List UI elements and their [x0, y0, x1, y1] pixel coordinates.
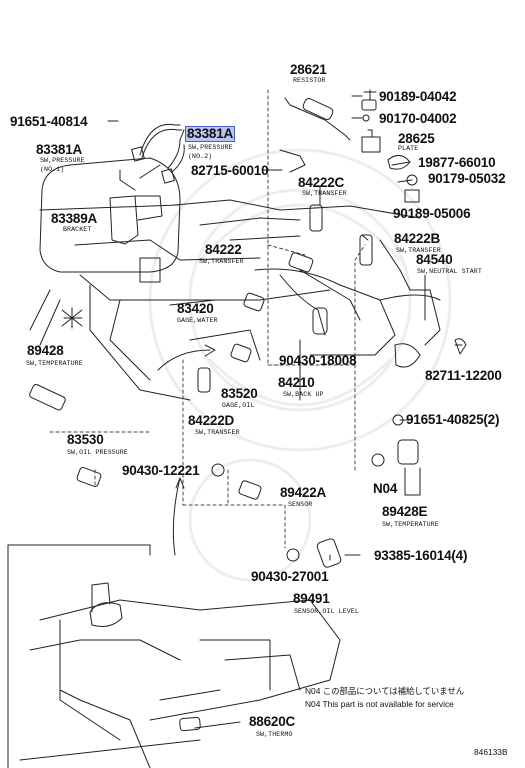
leader-lines-solid: [107, 95, 463, 561]
label-89491[interactable]: 89491: [293, 591, 330, 606]
label-28625[interactable]: 28625: [398, 131, 435, 146]
diagram-id: 846133B: [474, 747, 508, 757]
name-sw-transfer-c: SW,TRANSFER: [302, 190, 347, 197]
label-83530[interactable]: 83530: [67, 432, 104, 447]
label-89428[interactable]: 89428: [27, 343, 64, 358]
label-90430-12221[interactable]: 90430-12221: [122, 463, 200, 478]
qualifier-no2: (NO.2): [188, 153, 213, 160]
name-plate: PLATE: [398, 145, 419, 152]
label-90189-05006[interactable]: 90189-05006: [393, 206, 471, 221]
name-sw-transfer-b: SW,TRANSFER: [396, 247, 441, 254]
label-82715-60010[interactable]: 82715-60010: [191, 163, 269, 178]
label-83389a[interactable]: 83389A: [51, 211, 98, 226]
label-84222b[interactable]: 84222B: [394, 231, 441, 246]
label-89422a[interactable]: 89422A: [280, 485, 327, 500]
name-bracket: BRACKET: [63, 226, 92, 233]
label-91651-40814[interactable]: 91651-40814: [10, 114, 88, 129]
label-82711-12200[interactable]: 82711-12200: [425, 368, 502, 383]
resistor-assembly: [279, 89, 420, 203]
label-28621[interactable]: 28621: [290, 62, 327, 77]
lower-engine: [7, 544, 341, 768]
label-83381a[interactable]: 83381A: [36, 142, 83, 157]
sensors: [29, 204, 467, 732]
label-n04[interactable]: N04: [373, 481, 398, 496]
leader-lines: [49, 89, 366, 549]
name-sw-temperature: SW,TEMPERATURE: [26, 360, 83, 367]
engine-block: [29, 157, 441, 401]
name-sw-pressure-2: SW,PRESSURE: [188, 144, 233, 151]
label-19877-66010[interactable]: 19877-66010: [418, 155, 496, 170]
name-sw-neutral-start: SW,NEUTRAL START: [417, 268, 482, 275]
label-90170-04002[interactable]: 90170-04002: [379, 111, 457, 126]
name-sw-temperature-e: SW,TEMPERATURE: [382, 521, 439, 528]
label-84222[interactable]: 84222: [205, 242, 242, 257]
label-83420[interactable]: 83420: [177, 301, 214, 316]
name-sw-thermo: SW,THERMO: [256, 731, 293, 738]
label-93385-16014[interactable]: 93385-16014(4): [374, 548, 468, 563]
label-84540[interactable]: 84540: [416, 252, 453, 267]
name-gage-oil: GAGE,OIL: [222, 402, 255, 409]
name-gage-water: GAGE,WATER: [177, 317, 218, 324]
arrows: [157, 344, 216, 556]
label-90430-27001[interactable]: 90430-27001: [251, 569, 329, 584]
label-90189-04042[interactable]: 90189-04042: [379, 89, 457, 104]
label-88620c[interactable]: 88620C: [249, 714, 296, 729]
name-sensor: SENSOR: [288, 501, 313, 508]
name-sw-oil-pressure: SW,OIL PRESSURE: [67, 449, 128, 456]
label-90430-18008[interactable]: 90430-18008: [279, 353, 357, 368]
name-sw-pressure-1: SW,PRESSURE: [40, 157, 85, 164]
label-83381a-highlighted[interactable]: 83381A: [184, 126, 236, 142]
name-sensor-oil-level: SENSOR,OIL LEVEL: [294, 608, 359, 615]
label-84222c[interactable]: 84222C: [298, 175, 345, 190]
label-84210[interactable]: 84210: [278, 375, 315, 390]
name-sw-transfer-d: SW,TRANSFER: [195, 429, 240, 436]
name-resistor: RESISTOR: [293, 77, 326, 84]
label-83520[interactable]: 83520: [221, 386, 258, 401]
label-90179-05032[interactable]: 90179-05032: [428, 171, 506, 186]
name-sw-transfer: SW,TRANSFER: [199, 258, 244, 265]
note-jp: N04 この部品については補給していません: [305, 686, 465, 696]
label-84222d[interactable]: 84222D: [188, 413, 235, 428]
qualifier-no1: (NO.1): [40, 166, 65, 173]
watermark-emblem: [148, 148, 452, 582]
name-sw-back-up: SW,BACK UP: [283, 391, 324, 398]
note-en: N04 This part is not available for servi…: [305, 699, 454, 709]
pressure-switch-wires: [131, 123, 185, 184]
label-89428e[interactable]: 89428E: [382, 504, 428, 519]
label-91651-40825[interactable]: 91651-40825(2): [406, 412, 500, 427]
